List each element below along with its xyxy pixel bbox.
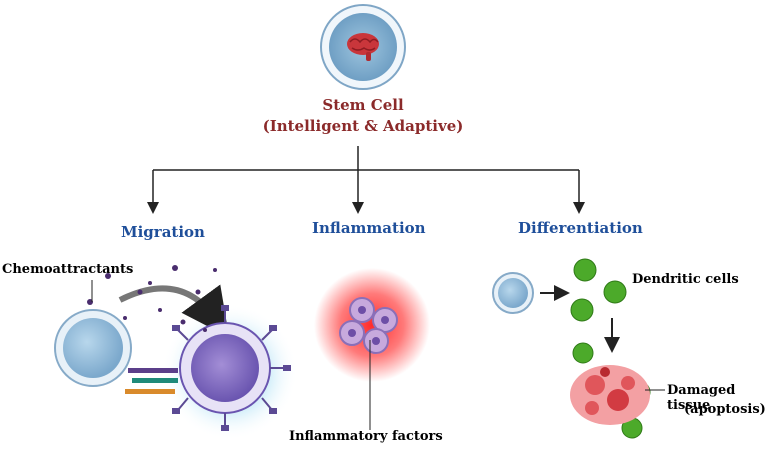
- differentiation-illustration: [492, 258, 665, 439]
- branch-migration-label: Migration: [121, 223, 205, 241]
- inflammatory-factors-label: Inflammatory factors: [289, 429, 443, 444]
- inflammation-illustration: [314, 268, 430, 430]
- migration-illustration: [54, 265, 298, 440]
- dendritic-cells-label: Dendritic cells: [632, 272, 739, 287]
- branch-differentiation-label: Differentiation: [518, 219, 643, 237]
- brain-icon: [347, 33, 379, 61]
- branch-inflammation-label: Inflammation: [312, 219, 426, 237]
- root-subtitle: (Intelligent & Adaptive): [262, 117, 464, 135]
- apoptosis-label: (apoptosis): [684, 402, 766, 417]
- connector-tree: [147, 146, 585, 214]
- root-title: Stem Cell: [322, 96, 404, 114]
- chemoattractants-label: Chemoattractants: [2, 262, 134, 277]
- stem-cell-root-icon: [320, 4, 406, 90]
- damaged-tissue-icon: [570, 365, 650, 425]
- damaged-tissue-label: Damaged tissue: [667, 383, 736, 413]
